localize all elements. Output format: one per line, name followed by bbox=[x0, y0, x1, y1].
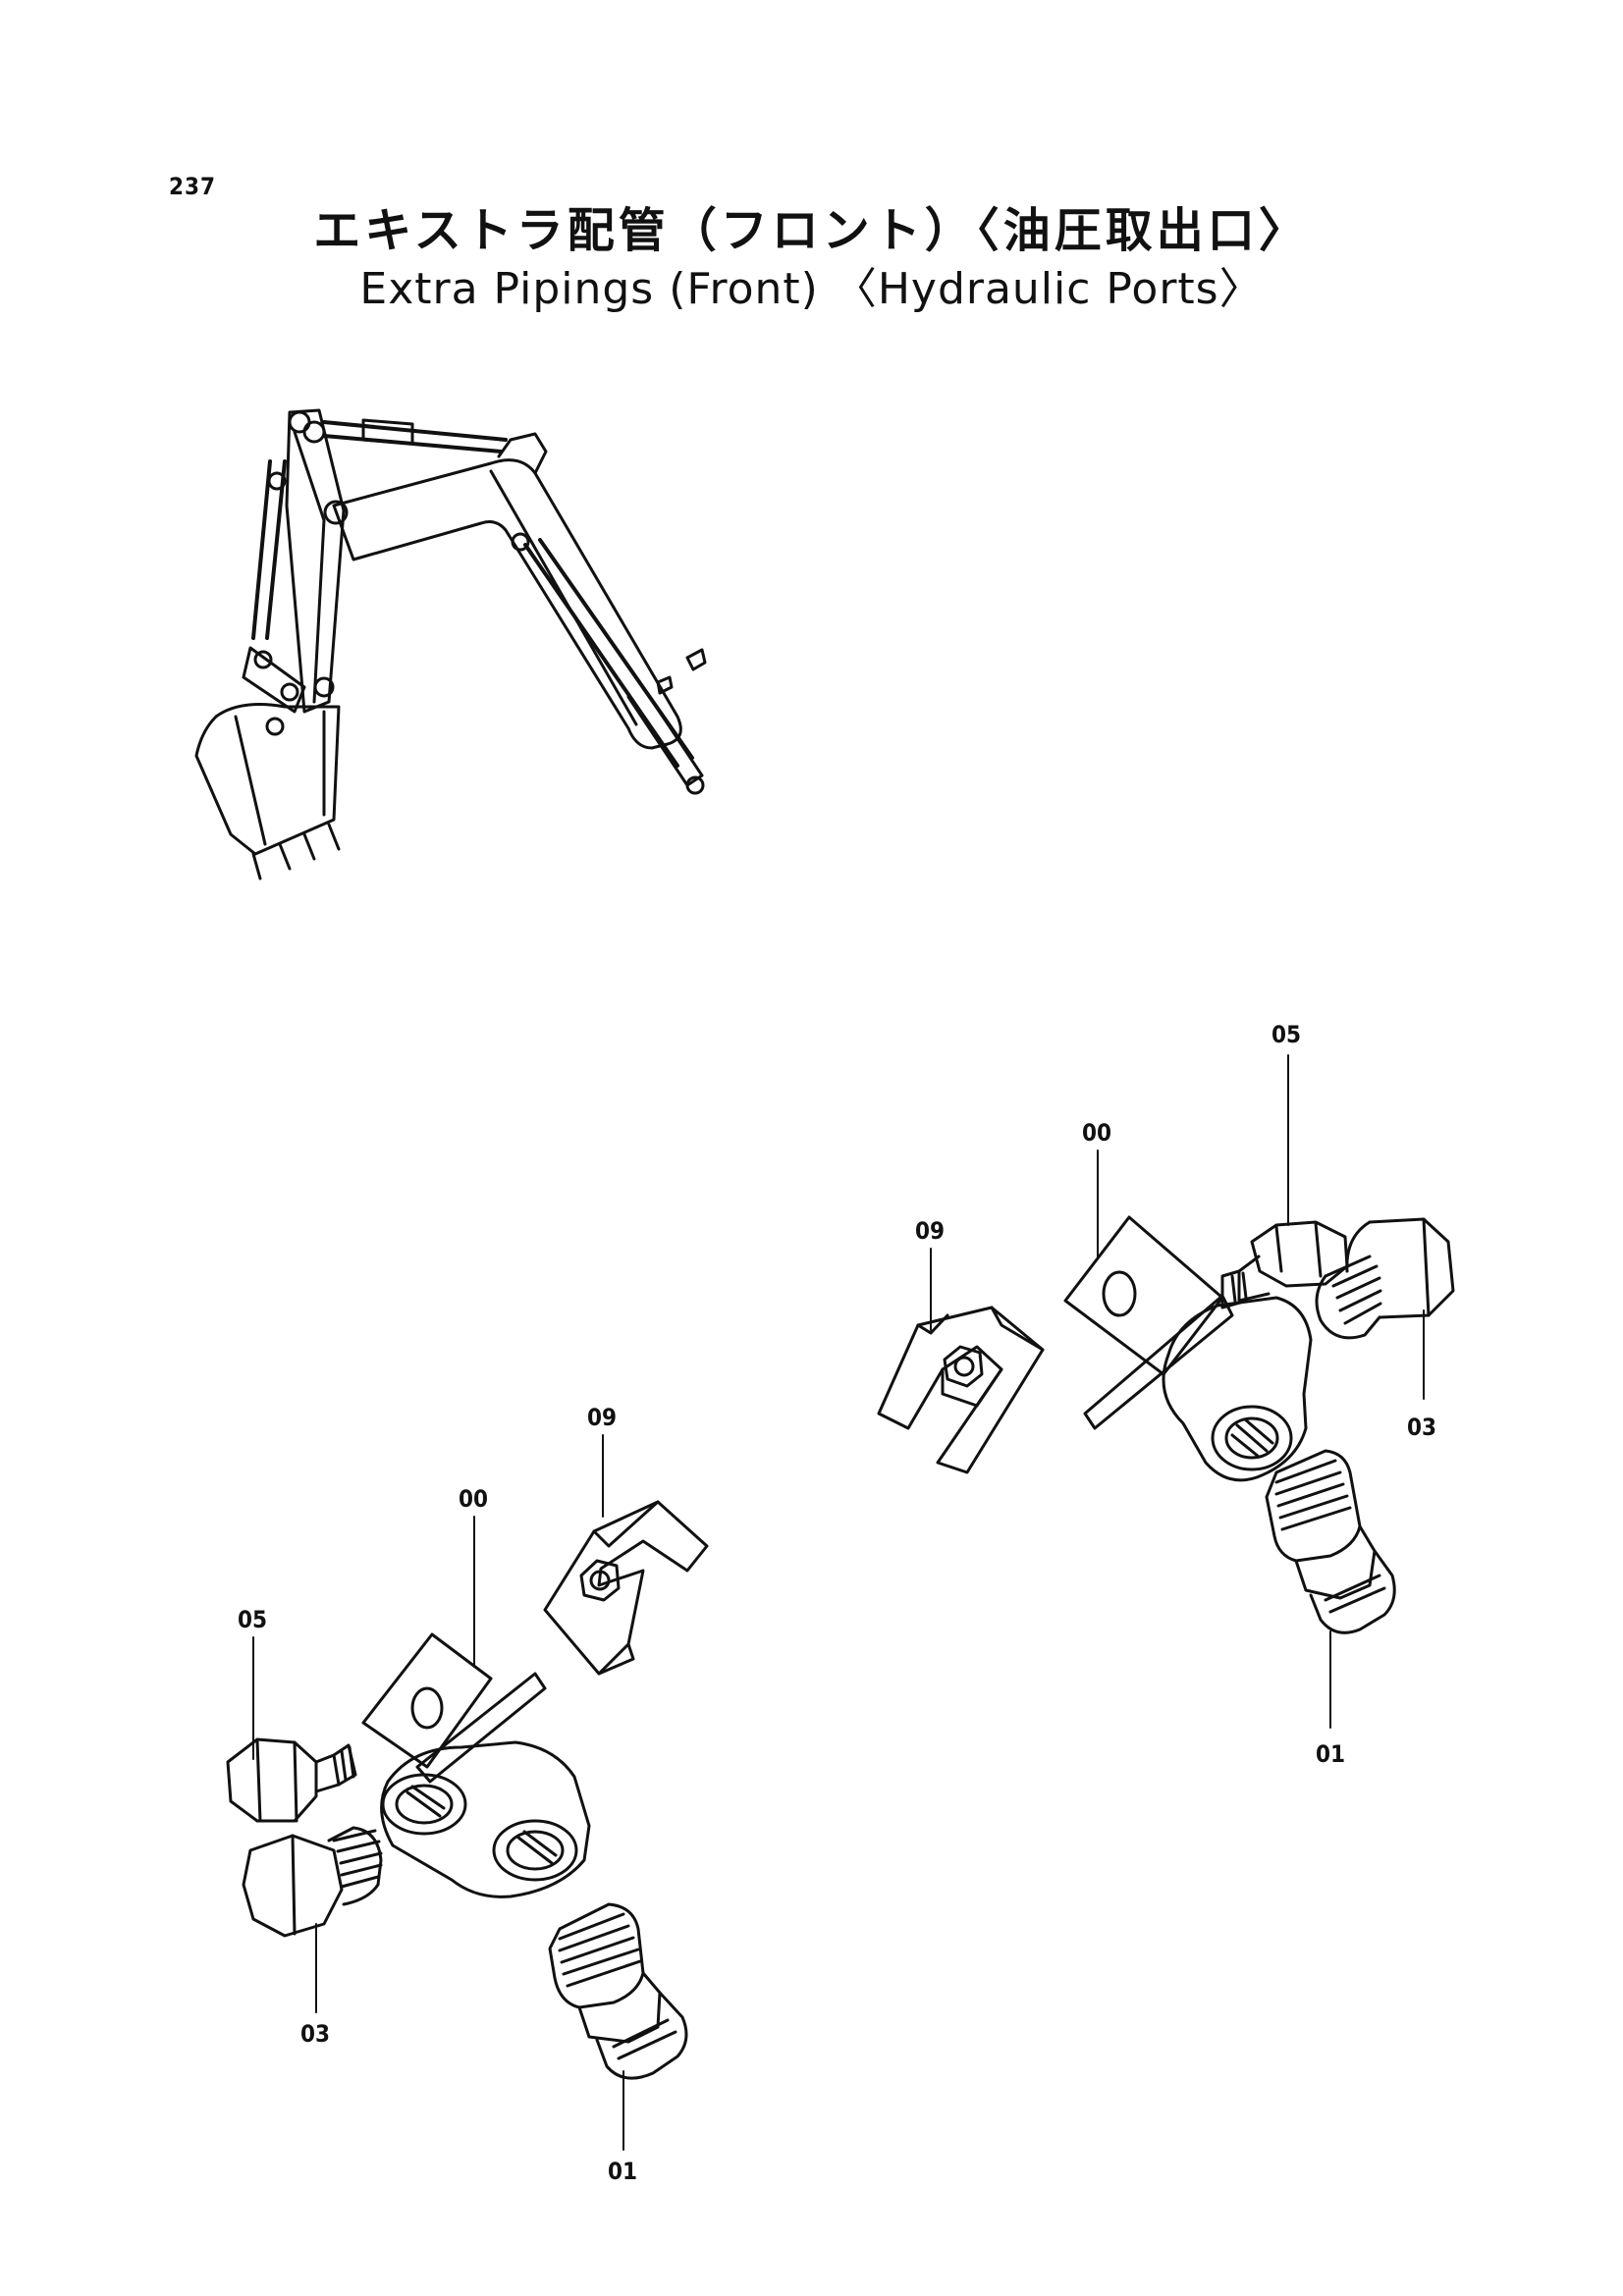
right-port-assembly: 05 00 09 03 01 bbox=[877, 1021, 1455, 1768]
part-00-elbow-bracket-left bbox=[361, 1632, 591, 1898]
excavator-front-illustration bbox=[194, 408, 707, 881]
part-00-elbow-bracket bbox=[1063, 1215, 1313, 1482]
part-01-fitting bbox=[1265, 1449, 1396, 1634]
left-leader-lines bbox=[252, 1434, 624, 2151]
callout-left-01: 01 bbox=[608, 2158, 637, 2185]
callout-left-09: 09 bbox=[587, 1404, 617, 1431]
page-number: 237 bbox=[169, 173, 217, 200]
callout-right-03: 03 bbox=[1407, 1414, 1436, 1441]
callout-right-05: 05 bbox=[1271, 1021, 1301, 1048]
callout-right-09: 09 bbox=[915, 1217, 945, 1245]
callout-left-05: 05 bbox=[238, 1606, 267, 1633]
part-09-clip-left bbox=[543, 1500, 709, 1676]
page-title-japanese: エキストラ配管（フロント）〈油圧取出口〉 bbox=[313, 203, 1310, 258]
callout-right-00: 00 bbox=[1082, 1119, 1111, 1147]
part-03-plug-left bbox=[242, 1826, 383, 1938]
part-05-bolt bbox=[1220, 1220, 1349, 1309]
part-03-plug bbox=[1315, 1217, 1455, 1340]
part-09-clip bbox=[877, 1306, 1045, 1474]
callout-left-00: 00 bbox=[459, 1485, 488, 1513]
callout-right-01: 01 bbox=[1316, 1740, 1345, 1768]
left-port-assembly: 09 00 05 03 01 bbox=[226, 1404, 709, 2185]
part-01-fitting-left bbox=[548, 1902, 688, 2080]
page-title-english: Extra Pipings (Front) 〈Hydraulic Ports〉 bbox=[359, 264, 1264, 314]
part-05-bolt-left bbox=[226, 1737, 357, 1823]
right-leader-lines bbox=[930, 1054, 1425, 1729]
callout-left-03: 03 bbox=[300, 2020, 330, 2048]
